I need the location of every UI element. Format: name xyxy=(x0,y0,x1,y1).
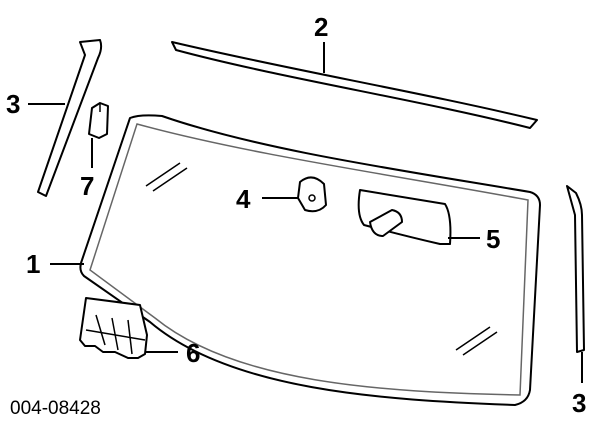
top-molding-strip xyxy=(171,41,538,129)
left-pillar-molding xyxy=(37,39,103,197)
callout-2: 2 xyxy=(314,12,328,42)
clip-block xyxy=(88,102,109,139)
callout-7: 7 xyxy=(80,171,94,201)
right-pillar-molding xyxy=(566,185,585,353)
callout-6: 6 xyxy=(186,338,200,368)
support-bracket xyxy=(79,297,148,359)
callout-4: 4 xyxy=(236,184,251,214)
windshield-glass xyxy=(79,114,541,406)
mirror-mount-button xyxy=(297,176,327,213)
callout-3-right: 3 xyxy=(572,388,586,418)
callout-5: 5 xyxy=(486,224,500,254)
rear-view-mirror xyxy=(357,189,452,245)
callout-3-left: 3 xyxy=(6,89,20,119)
callout-1: 1 xyxy=(26,249,40,279)
drawing-code: 004-08428 xyxy=(10,398,101,419)
